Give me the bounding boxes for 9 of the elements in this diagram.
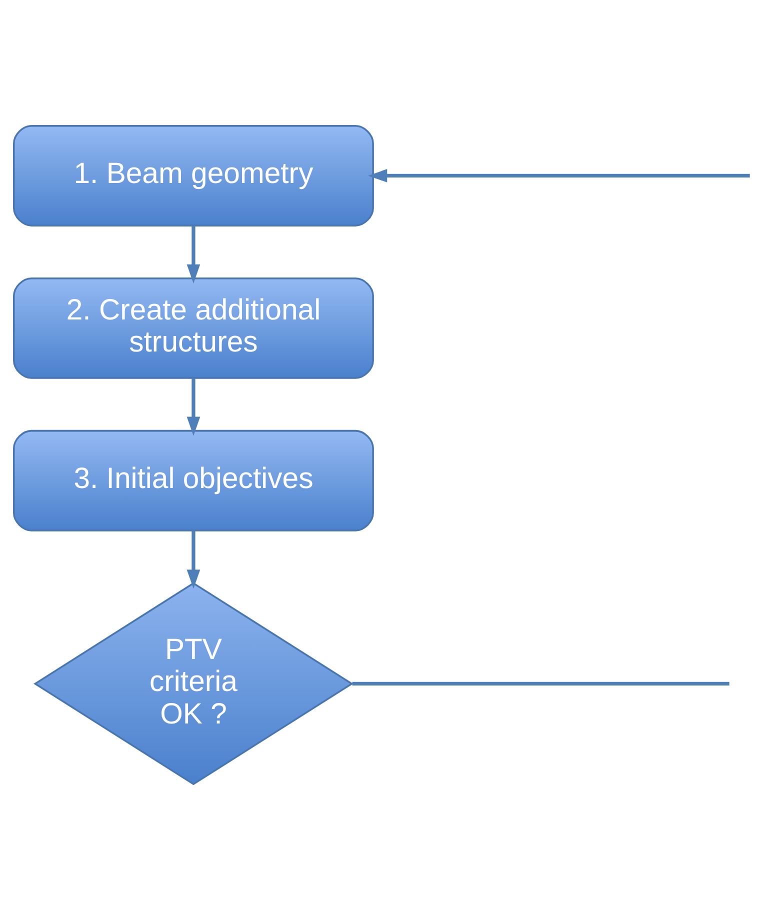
node-box: 3. Initial objectives	[13, 430, 374, 532]
arrow	[186, 226, 200, 284]
arrow	[186, 378, 200, 436]
connector	[352, 682, 730, 686]
node-box: 2. Create additional structures	[13, 277, 374, 379]
node-diamond: PTV criteria OK ?	[34, 582, 354, 786]
arrow	[368, 169, 750, 182]
arrow	[186, 530, 200, 589]
node-box: 1. Beam geometry	[13, 124, 374, 226]
